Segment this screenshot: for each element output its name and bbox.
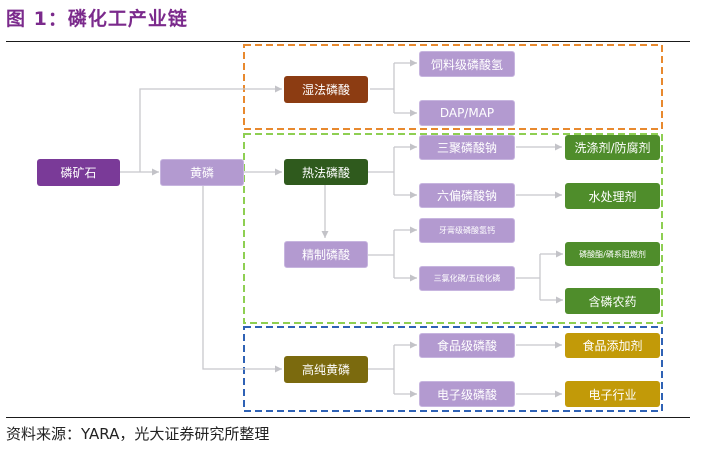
figure-title: 图 1：磷化工产业链 [6,8,188,30]
node-stpp: 三聚磷酸钠 [419,135,515,160]
node-electronic-grade-phosphoric-acid: 电子级磷酸 [419,381,515,407]
source-note: 资料来源：YARA，光大证券研究所整理 [6,425,270,443]
node-refined-phosphoric-acid: 精制磷酸 [284,241,368,268]
node-thermal-phosphoric-acid: 热法磷酸 [284,159,368,185]
group-thermal-process-frame [243,133,663,324]
node-food-grade-phosphoric-acid: 食品级磷酸 [419,333,515,358]
link-chlorides-to-apps [516,253,560,301]
bottom-rule [6,417,690,418]
node-toothpaste-grade-dcp: 牙膏级磷酸氢钙 [419,218,515,243]
link-wet-to-products [370,62,416,114]
node-food-additive: 食品添加剂 [565,333,660,358]
group-wet-process-frame [243,44,663,130]
link-yellow-to-high-purity [202,185,282,373]
link-thermal-to-salts [368,146,416,196]
node-dap-map: DAP/MAP [419,100,515,126]
node-feed-grade-dcp: 饲料级磷酸氢 [419,51,515,77]
node-phosphorus-chlorides-sulfides: 三氯化磷/五硫化磷 [419,266,515,291]
top-rule [6,41,690,42]
node-high-purity-yellow-phosphorus: 高纯黄磷 [284,356,368,383]
node-wet-phosphoric-acid: 湿法磷酸 [284,76,368,103]
link-refined-to-products [368,229,416,279]
link-rock-to-wet-acid [139,85,282,172]
node-detergent-preservative: 洗涤剂/防腐剂 [565,135,660,160]
node-electronics-industry: 电子行业 [565,381,660,407]
node-shmp: 六偏磷酸钠 [419,183,515,208]
node-water-treatment: 水处理剂 [565,183,660,209]
link-high-purity-to-products [368,344,416,395]
node-phosphorus-pesticide: 含磷农药 [565,288,660,314]
node-phosphate-rock: 磷矿石 [37,159,120,186]
node-organophosphorus-flame-retardant: 磷酸酯/磷系阻燃剂 [565,242,660,266]
node-yellow-phosphorus: 黄磷 [160,159,244,186]
